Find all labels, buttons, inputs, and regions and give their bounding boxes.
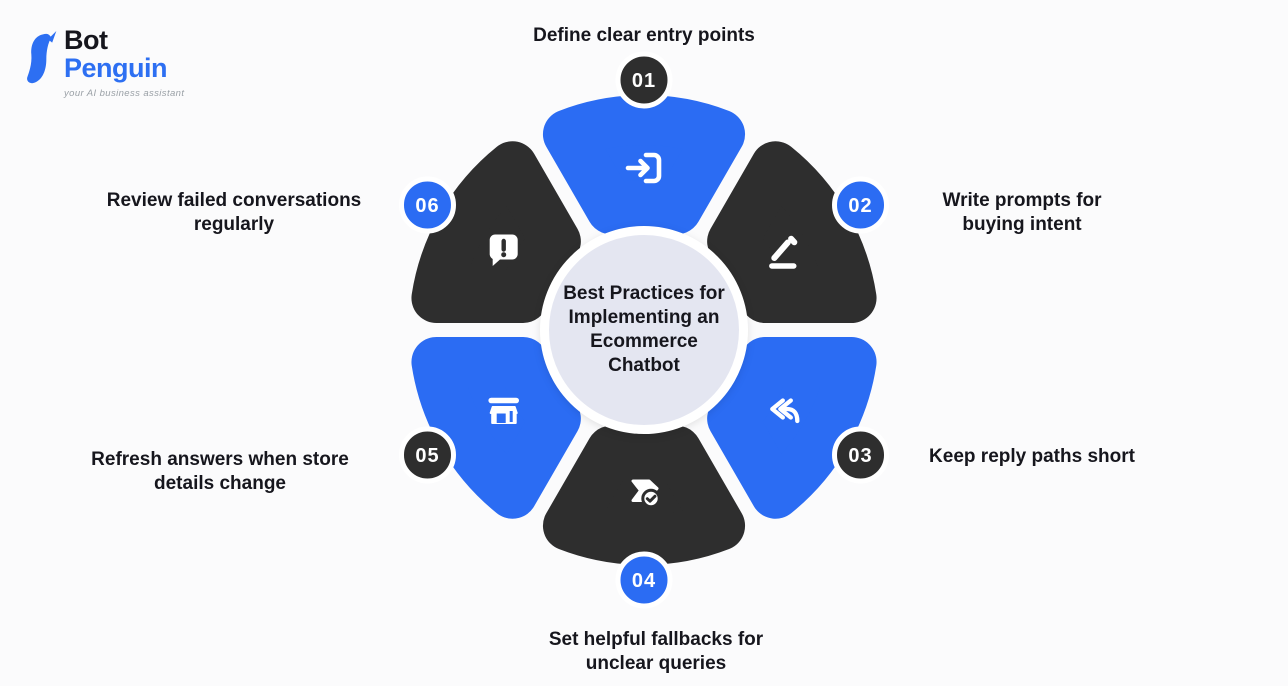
petal-label-03: Keep reply paths short: [929, 446, 1135, 467]
petal-06: [411, 141, 581, 323]
petal-02: [707, 141, 877, 323]
badge-02: 02: [832, 176, 890, 234]
badge-04: 04: [615, 551, 673, 609]
badge-number-06: 06: [415, 195, 439, 217]
badge-number-03: 03: [848, 445, 872, 467]
logo-text: Bot Penguin your AI business assistant: [64, 26, 184, 99]
petal-label-04: Set helpful fallbacks for unclear querie…: [548, 629, 764, 674]
badge-number-01: 01: [632, 70, 656, 92]
chat-alert-icon: [489, 234, 518, 266]
badge-06: 06: [398, 176, 456, 234]
badge-01: 01: [615, 51, 673, 109]
center-title: Best Practices for Implementing an Ecomm…: [563, 283, 725, 376]
badge-number-04: 04: [632, 570, 656, 592]
fallback-check-icon: [631, 479, 661, 509]
flower-diagram: 01 02 03 04 05 06: [398, 51, 890, 609]
petal-label-05: Refresh answers when store details chang…: [91, 449, 349, 494]
penguin-icon: [27, 31, 57, 84]
reply-all-icon: [770, 398, 800, 424]
badge-number-05: 05: [415, 445, 439, 467]
petal-label-02: Write prompts for buying intent: [942, 190, 1102, 235]
logo-tagline: your AI business assistant: [64, 88, 185, 99]
edit-icon: [769, 235, 798, 269]
logo-word-bot: Bot: [64, 25, 108, 55]
badge-number-02: 02: [848, 195, 872, 217]
petal-05: [411, 337, 581, 519]
login-icon: [625, 152, 662, 184]
petal-label-06: Review failed conversations regularly: [106, 190, 362, 235]
petal-03: [707, 337, 877, 519]
logo-word-penguin: Penguin: [64, 53, 168, 83]
storefront-icon: [488, 397, 519, 424]
center-circle: [540, 226, 748, 434]
petal-label-01: Define clear entry points: [533, 25, 755, 46]
botpenguin-logo: Bot Penguin your AI business assistant: [18, 26, 184, 99]
badge-05: 05: [398, 426, 456, 484]
badge-03: 03: [832, 426, 890, 484]
